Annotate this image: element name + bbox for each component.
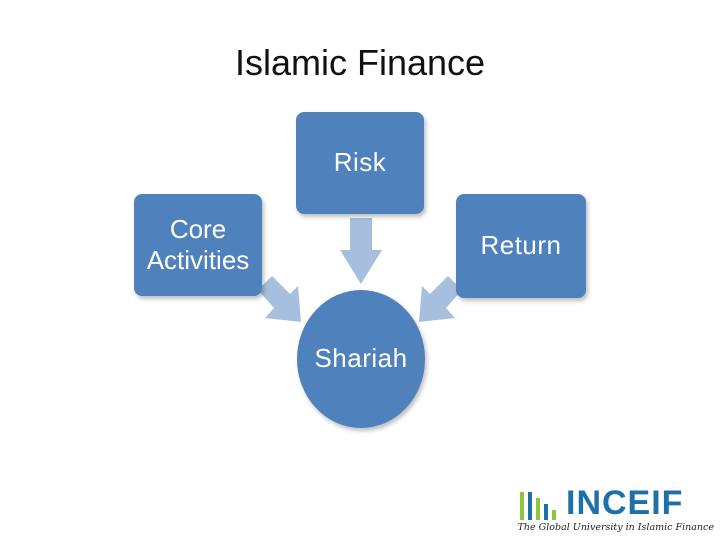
node-core-line2: Activities bbox=[146, 245, 250, 275]
logo-tagline: The Global University in Islamic Finance bbox=[517, 522, 714, 533]
node-core-activities-label: Core Activities bbox=[147, 214, 250, 276]
logo-name: INCEIF bbox=[566, 484, 684, 522]
node-core-activities: Core Activities bbox=[134, 194, 262, 296]
node-shariah-label: Shariah bbox=[314, 343, 408, 374]
arrow-core-to-shariah bbox=[258, 276, 301, 322]
node-shariah: Shariah bbox=[297, 290, 425, 428]
arrow-risk-to-shariah bbox=[340, 218, 382, 284]
node-return: Return bbox=[456, 194, 586, 298]
node-risk: Risk bbox=[296, 112, 424, 214]
node-risk-label: Risk bbox=[333, 147, 387, 178]
slide-title: Islamic Finance bbox=[234, 42, 486, 83]
node-return-label: Return bbox=[480, 230, 562, 261]
arrow-return-to-shariah bbox=[419, 276, 462, 322]
node-core-line1: Core bbox=[169, 213, 227, 244]
inceif-logo: INCEIF The Global University in Islamic … bbox=[514, 484, 714, 538]
logo-mark-icon bbox=[520, 492, 556, 520]
